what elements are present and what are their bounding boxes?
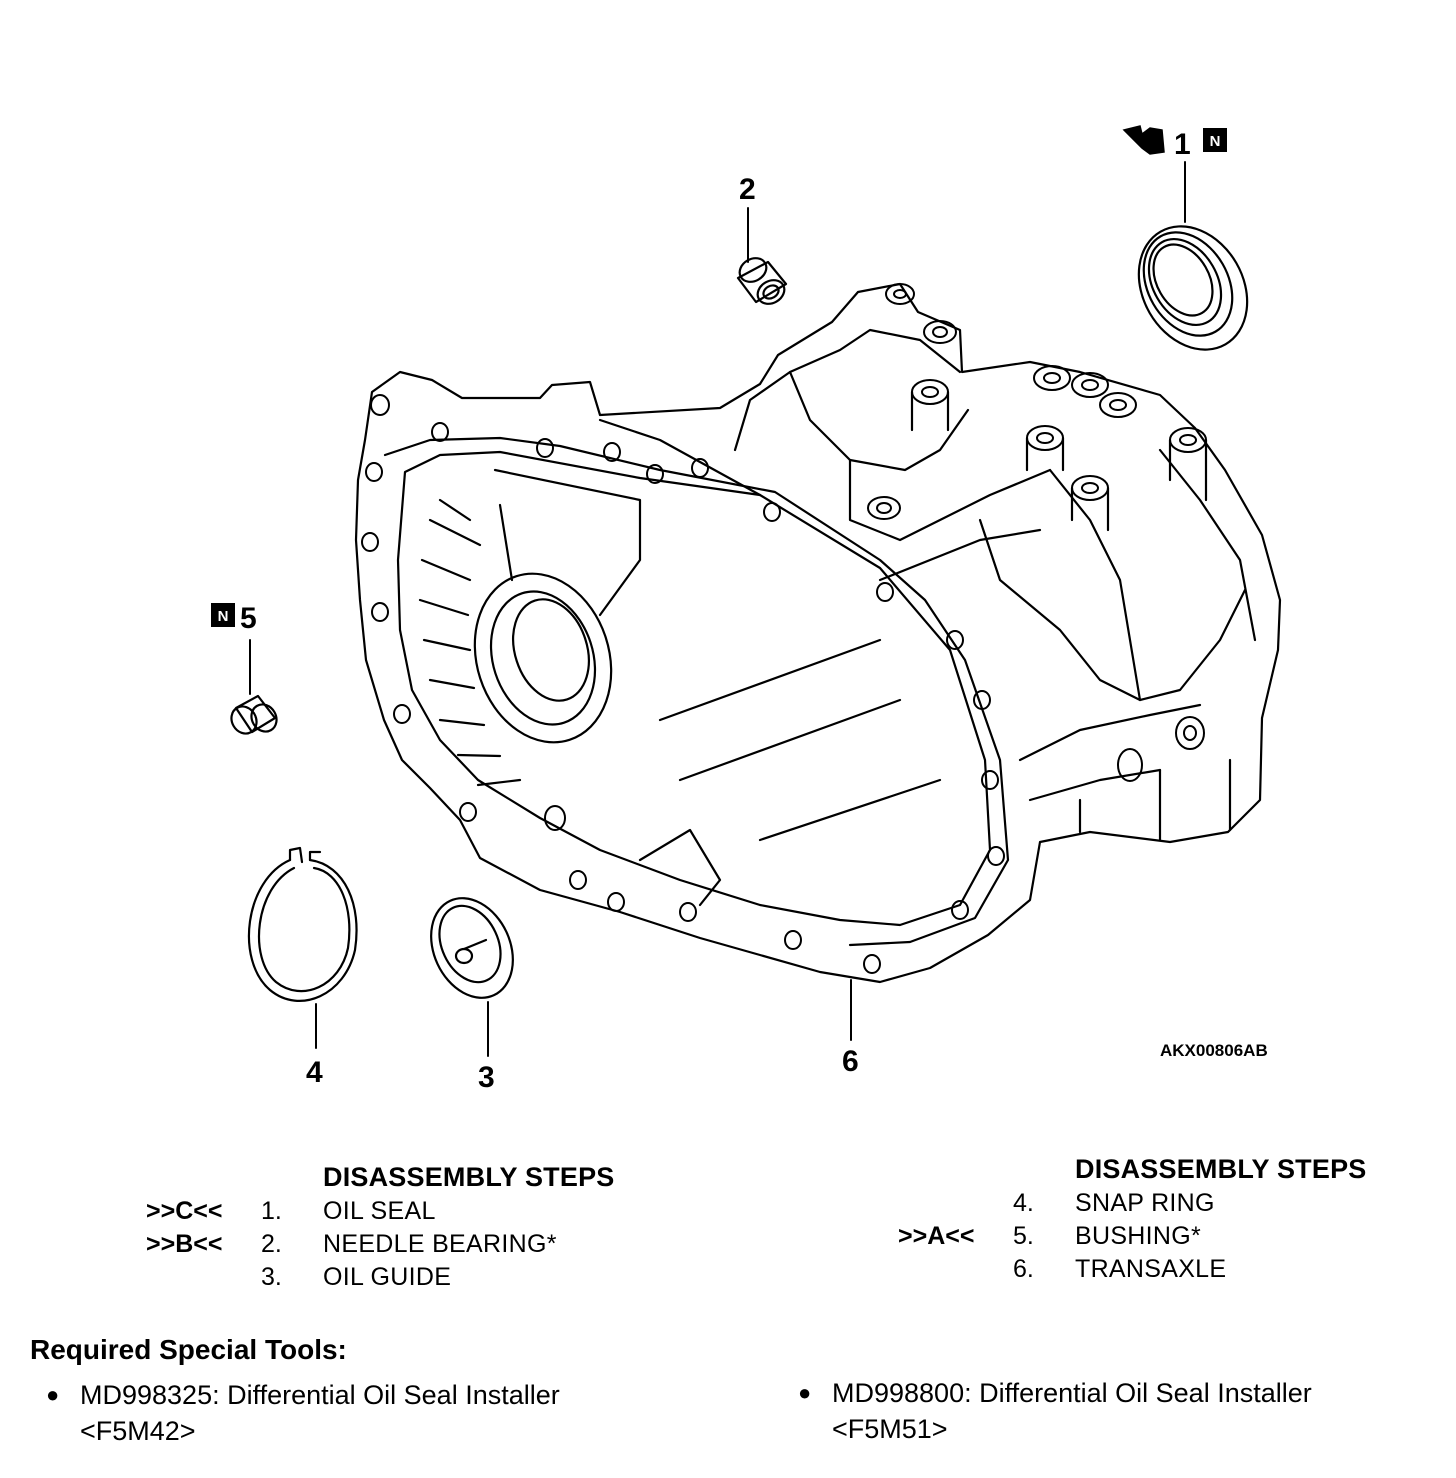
figure-code: AKX00806AB xyxy=(1160,1041,1268,1060)
needle-bearing-drawing xyxy=(736,257,788,305)
step-number: 4. xyxy=(1013,1189,1034,1217)
new-part-badge xyxy=(1203,128,1227,152)
step-ref-mark: >>C<< xyxy=(146,1197,223,1225)
tool-name: MD998800: Differential Oil Seal Installe… xyxy=(832,1378,1312,1408)
steps-title: DISASSEMBLY STEPS xyxy=(1075,1154,1367,1184)
bullet-icon: ● xyxy=(798,1380,812,1405)
step-number: 3. xyxy=(261,1263,282,1291)
exploded-view-illustration: 1 N 2 3 4 N 5 6 AKX00806AB xyxy=(211,125,1282,1094)
tool-name: MD998325: Differential Oil Seal Installe… xyxy=(80,1380,560,1410)
step-label: TRANSAXLE xyxy=(1075,1255,1227,1283)
callout-5-group: N 5 xyxy=(211,602,257,635)
new-part-badge-letter: N xyxy=(1210,133,1221,150)
step-label: NEEDLE BEARING* xyxy=(323,1230,557,1258)
callout-1: 1 xyxy=(1174,128,1191,161)
tool-variant: <F5M51> xyxy=(832,1414,948,1444)
callout-2: 2 xyxy=(739,173,756,206)
tool-item: ● MD998800: Differential Oil Seal Instal… xyxy=(798,1375,1312,1447)
transaxle-case-drawing xyxy=(354,282,1282,984)
new-part-badge xyxy=(211,603,235,627)
step-label: SNAP RING xyxy=(1075,1189,1215,1217)
step-label: BUSHING* xyxy=(1075,1222,1202,1250)
leader-lines xyxy=(249,161,1186,1057)
callout-3: 3 xyxy=(478,1061,495,1094)
snap-ring-drawing xyxy=(247,846,358,1002)
step-label: OIL GUIDE xyxy=(323,1263,452,1291)
tools-heading: Required Special Tools: xyxy=(30,1334,347,1365)
bushing-drawing xyxy=(230,694,278,735)
oil-seal-drawing xyxy=(1137,225,1249,351)
step-label: OIL SEAL xyxy=(323,1197,436,1225)
step-number: 2. xyxy=(261,1230,282,1258)
tool-variant: <F5M42> xyxy=(80,1416,196,1446)
steps-title: DISASSEMBLY STEPS xyxy=(323,1162,615,1192)
bullet-icon: ● xyxy=(46,1382,60,1407)
callout-5: 5 xyxy=(240,602,257,635)
callout-1-group: 1 N xyxy=(1122,125,1227,161)
step-number: 1. xyxy=(261,1197,282,1225)
step-ref-mark: >>A<< xyxy=(898,1222,975,1250)
step-ref-mark: >>B<< xyxy=(146,1230,223,1258)
step-number: 6. xyxy=(1013,1255,1034,1283)
new-part-badge-letter: N xyxy=(218,608,229,625)
oil-guide-drawing xyxy=(430,897,514,999)
step-number: 5. xyxy=(1013,1222,1034,1250)
tool-item: ● MD998325: Differential Oil Seal Instal… xyxy=(46,1377,560,1449)
callout-4: 4 xyxy=(306,1056,323,1089)
grease-gun-icon xyxy=(1122,125,1165,155)
callout-6: 6 xyxy=(842,1045,859,1078)
